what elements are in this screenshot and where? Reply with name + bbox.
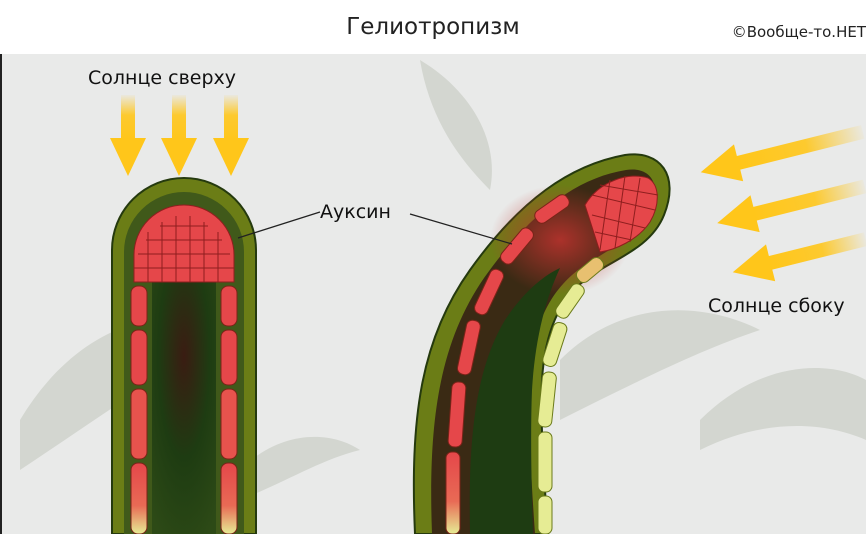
diagram-canvas (0, 54, 866, 534)
cell-column-right (221, 286, 237, 534)
label-auxin: Ауксин (320, 201, 391, 223)
cell-column-left (131, 286, 147, 534)
header: Гелиотропизм ©Вообще-то.НЕТ (0, 0, 866, 54)
sun-arrows-top (110, 95, 249, 176)
label-sun-side: Солнце сбоку (708, 295, 845, 317)
stem-straight (112, 178, 256, 534)
copyright-notice: ©Вообще-то.НЕТ (732, 23, 866, 41)
label-sun-top: Солнце сверху (88, 67, 236, 89)
